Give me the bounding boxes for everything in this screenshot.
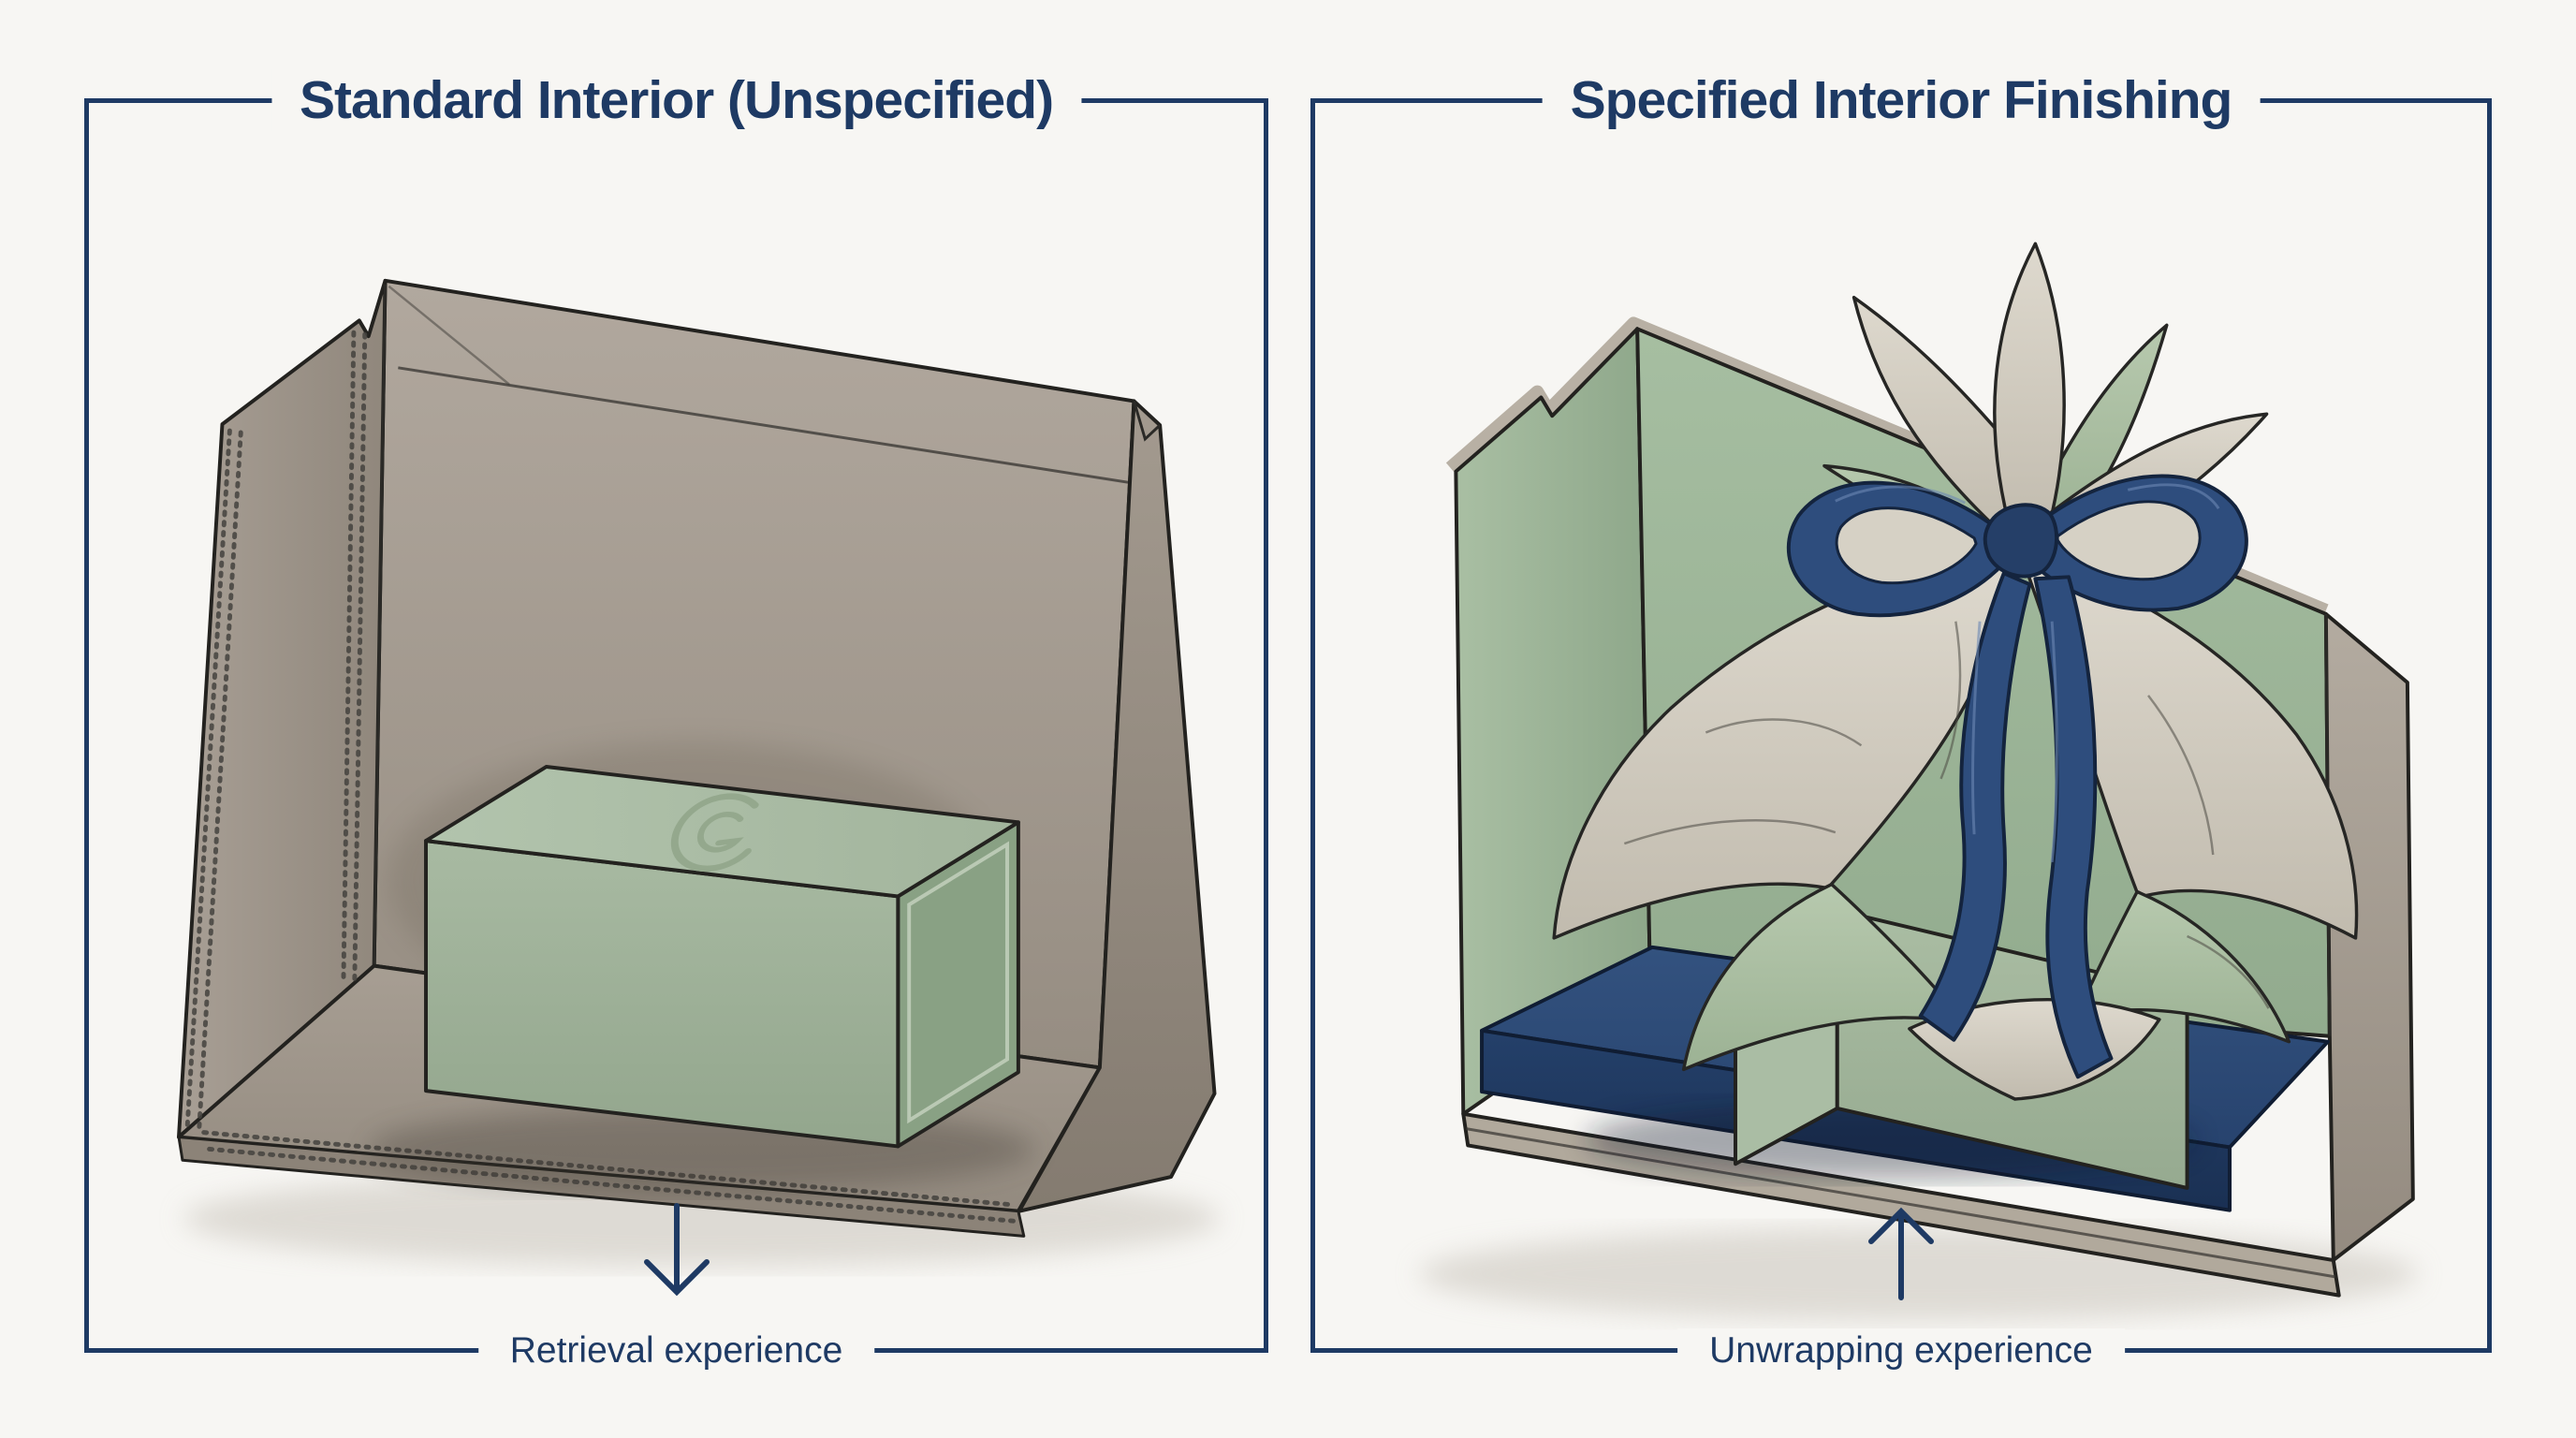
tissue-underwing-left — [1681, 882, 1967, 1072]
bow-knot — [1983, 503, 2058, 579]
tissue-spike-center — [1993, 242, 2066, 542]
tissue-fold-lines — [1623, 621, 2270, 1009]
box-top-face — [424, 765, 1020, 899]
tissue-spike-left — [1852, 295, 2025, 544]
bow-tail-left — [1918, 571, 2032, 1042]
bow-loop-right-hole — [2056, 500, 2202, 581]
panel-standard-interior: Standard Interior (Unspecified) — [84, 69, 1268, 1373]
tissue-underwing-right — [2074, 889, 2291, 1044]
box-lid-inner-edge — [907, 841, 1009, 1124]
panel-caption-left: Retrieval experience — [477, 1328, 875, 1373]
panel-caption-right: Unwrapping experience — [1677, 1328, 2125, 1373]
ribbon-highlights — [1835, 483, 2220, 863]
emboss-logo-icon — [670, 793, 759, 873]
finished-bag-illustration — [1418, 242, 2419, 1321]
plain-bag-illustration — [177, 278, 1221, 1267]
arrow-down-icon — [643, 1203, 710, 1297]
right-face-notch — [1133, 400, 1162, 442]
bag-hem-crease — [388, 285, 510, 386]
bag-hem-line — [398, 366, 1130, 484]
gusset-fold-line — [373, 284, 387, 966]
green-box — [424, 765, 1020, 1149]
bag-right-face — [2323, 611, 2415, 1263]
panel-title-left: Standard Interior (Unspecified) — [271, 69, 1082, 131]
ribbon-bow — [1786, 474, 2248, 1079]
bow-loop-left-hole — [1835, 506, 1978, 585]
arrow-up-icon — [1868, 1207, 1934, 1300]
panel-title-right: Specified Interior Finishing — [1542, 69, 2261, 131]
tissue-wing-left — [1552, 550, 2015, 940]
panel-specified-finishing: Specified Interior Finishing — [1310, 69, 2492, 1373]
